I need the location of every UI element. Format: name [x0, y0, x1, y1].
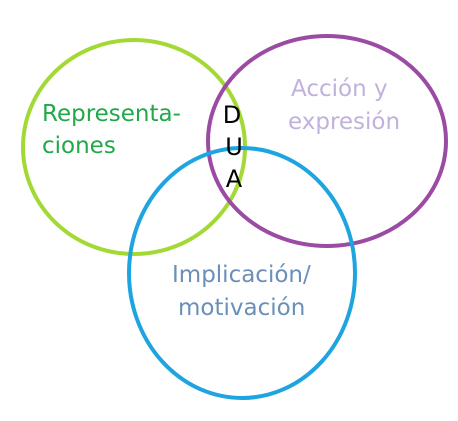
label-implicacion-line-2: motivación [178, 295, 305, 321]
label-accion-line-1: Acción y [291, 76, 388, 102]
center-letter-u: U [225, 133, 243, 161]
center-letter-d: D [223, 101, 241, 129]
label-implicacion-line-1: Implicación/ [172, 262, 311, 288]
center-letter-a: A [226, 165, 243, 193]
circle-accion-expresion [206, 34, 448, 248]
label-representaciones-line-1: Representa- [42, 101, 181, 127]
circle-implicacion-motivacion [127, 146, 357, 400]
label-representaciones-line-2: ciones [42, 133, 116, 159]
label-accion-line-2: expresión [288, 109, 400, 135]
